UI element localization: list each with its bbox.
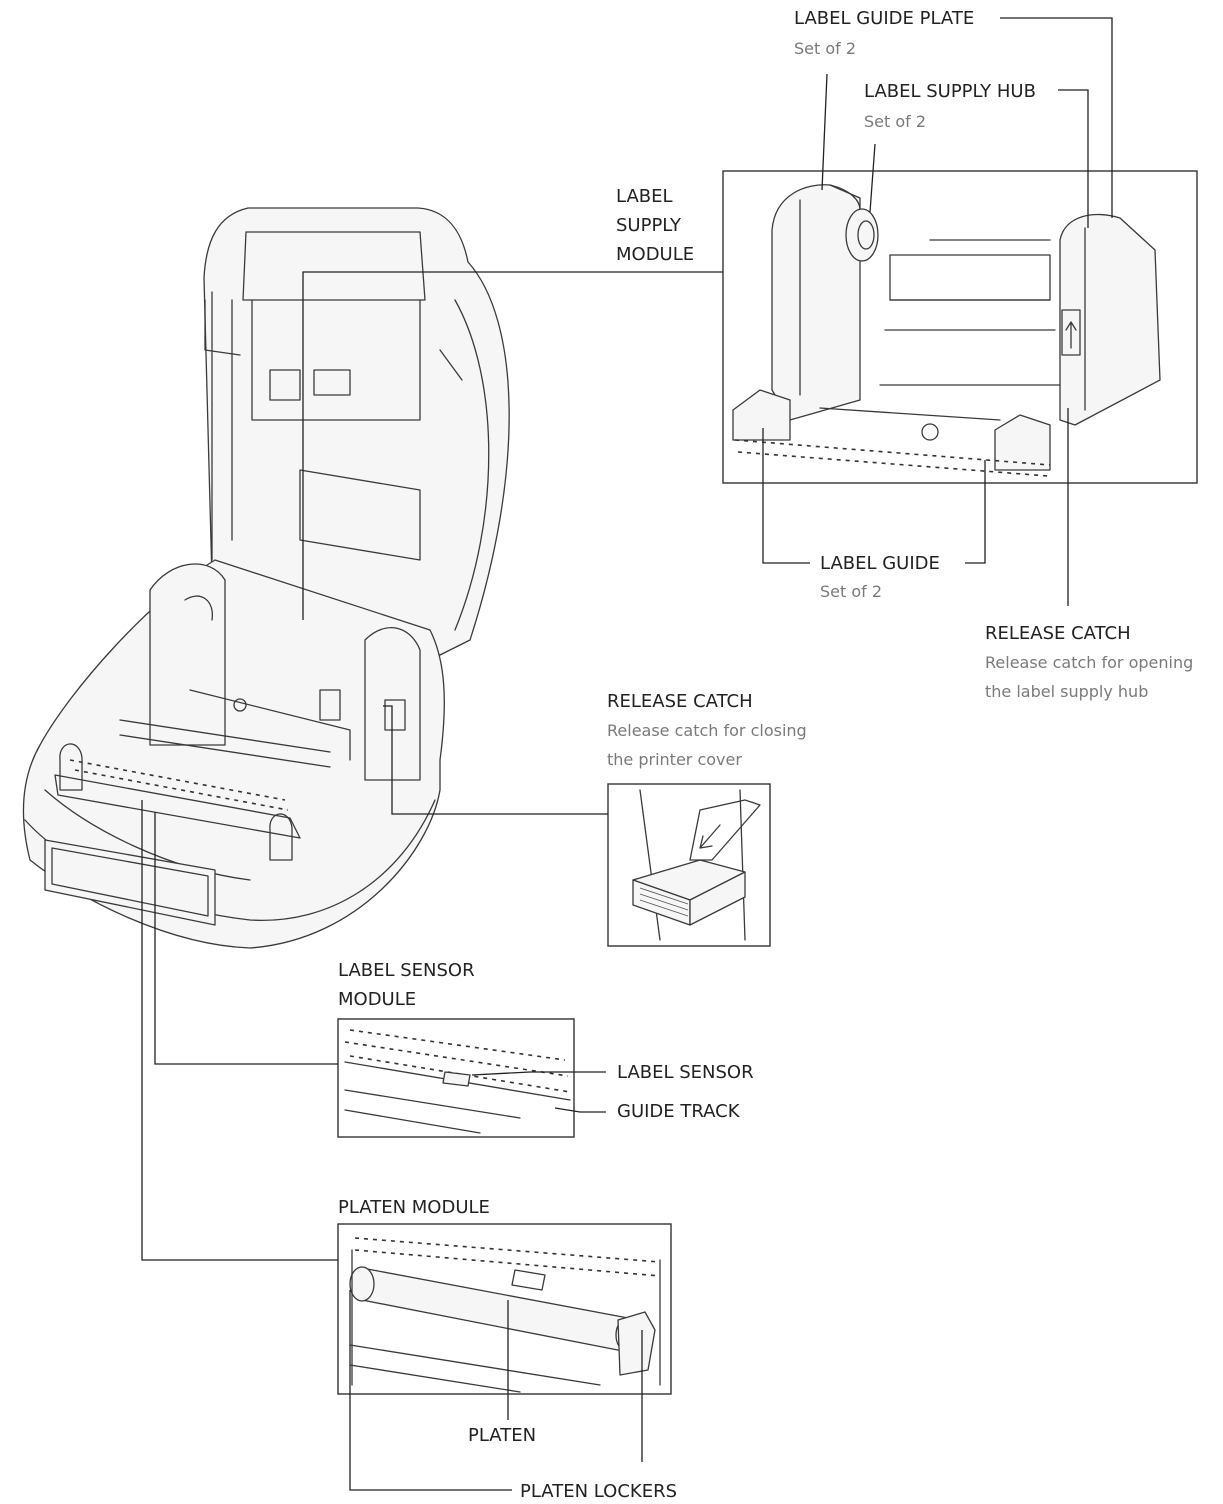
guide-track-label: GUIDE TRACK (617, 1101, 741, 1122)
release-catch-cover-title: RELEASE CATCH (607, 691, 753, 712)
label-sensor-module-line2: MODULE (338, 989, 416, 1010)
callout-label-supply-module: LABEL SUPPLY MODULE (616, 186, 694, 265)
printer-illustration (22, 207, 510, 949)
callout-label-guide: LABEL GUIDE Set of 2 (820, 553, 940, 601)
release-catch-hub-line1: Release catch for opening (985, 653, 1193, 672)
label-supply-module-line1: LABEL (616, 186, 673, 207)
inset-release-catch-cover (607, 783, 771, 947)
callout-release-catch-hub: RELEASE CATCH Release catch for opening … (985, 623, 1193, 701)
platen-module-label: PLATEN MODULE (338, 1197, 490, 1218)
label-supply-module-line2: SUPPLY (616, 215, 682, 236)
callout-label-supply-hub: LABEL SUPPLY HUB Set of 2 (864, 81, 1036, 131)
callout-label-guide-plate: LABEL GUIDE PLATE Set of 2 (794, 8, 974, 58)
inset-platen-module (337, 1223, 672, 1395)
leader-lines (141, 17, 1113, 1491)
label-sensor-module-line1: LABEL SENSOR (338, 960, 475, 981)
release-catch-cover-line2: the printer cover (607, 750, 742, 769)
release-catch-hub-line2: the label supply hub (985, 682, 1148, 701)
platen-label: PLATEN (468, 1425, 536, 1446)
callout-label-sensor-module: LABEL SENSOR MODULE (338, 960, 475, 1010)
label-guide-sub: Set of 2 (820, 582, 882, 601)
platen-lockers-label: PLATEN LOCKERS (520, 1481, 677, 1502)
label-guide-plate-title: LABEL GUIDE PLATE (794, 8, 974, 29)
label-supply-hub-title: LABEL SUPPLY HUB (864, 81, 1036, 102)
inset-label-sensor-module (337, 1018, 575, 1138)
release-catch-hub-title: RELEASE CATCH (985, 623, 1131, 644)
callout-release-catch-cover: RELEASE CATCH Release catch for closing … (607, 691, 807, 769)
label-guide-title: LABEL GUIDE (820, 553, 940, 574)
label-supply-module-line3: MODULE (616, 244, 694, 265)
release-catch-cover-line1: Release catch for closing (607, 721, 807, 740)
label-sensor-label: LABEL SENSOR (617, 1062, 754, 1083)
inset-label-supply-module (722, 170, 1198, 484)
label-guide-plate-sub: Set of 2 (794, 39, 856, 58)
label-supply-hub-sub: Set of 2 (864, 112, 926, 131)
